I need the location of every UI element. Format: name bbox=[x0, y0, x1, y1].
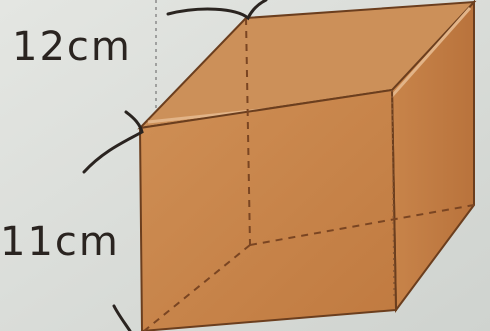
hidden-edge-back-diagonal bbox=[143, 244, 251, 331]
top-pointer-stroke bbox=[166, 0, 268, 21]
cuboid-front-face bbox=[138, 88, 398, 331]
right-guide-line bbox=[391, 89, 395, 301]
cuboid-hidden-edges bbox=[143, 17, 475, 331]
bottom-pointer-stroke bbox=[112, 304, 132, 331]
side-dimension-label: 11cm bbox=[0, 219, 120, 265]
side-pointer-stroke bbox=[82, 110, 144, 174]
top-dimension-label: 12cm bbox=[12, 24, 132, 70]
